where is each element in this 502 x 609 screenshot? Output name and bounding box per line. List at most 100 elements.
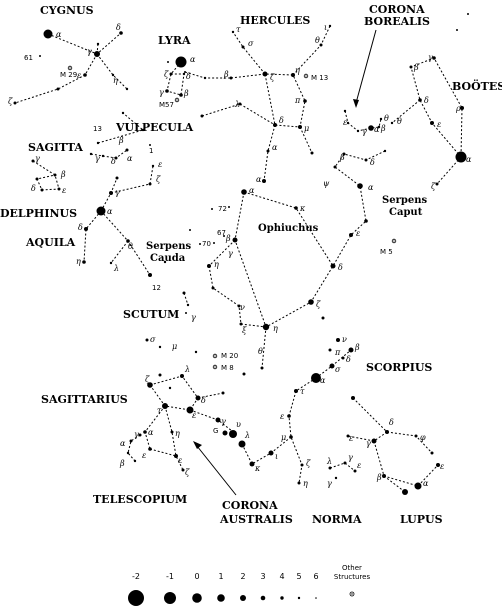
star (330, 263, 336, 269)
star (133, 459, 137, 463)
star (368, 125, 374, 131)
star-label: γ (228, 249, 233, 258)
stars (13, 13, 469, 495)
star-label: σ (248, 39, 254, 48)
star-label: κ (299, 204, 306, 213)
star-label: η (175, 429, 180, 438)
star (221, 391, 225, 395)
magnitude-swatch (164, 592, 176, 604)
star-label: δ (186, 72, 191, 81)
star-label: λ (184, 365, 190, 374)
constellation-sagitta: SAGITTA (28, 141, 83, 154)
star-label: ε (440, 462, 444, 471)
constellation-scutum: SCUTUM (123, 308, 179, 321)
star-label: ξ (242, 326, 247, 335)
star (294, 206, 298, 210)
star-label: α (107, 207, 113, 216)
star (379, 117, 383, 121)
star-number-label: 61 (24, 54, 33, 62)
star-number-label: 1 (149, 147, 153, 155)
constellation-lupus: LUPUS (400, 513, 443, 526)
star-label: δ (370, 158, 375, 167)
constellation-corona-borealis-line1: CORONA (369, 3, 425, 16)
star (346, 434, 350, 438)
messier-label: M 29 (60, 71, 77, 79)
star (182, 291, 186, 295)
star (56, 87, 60, 91)
star-label: λ (244, 431, 250, 440)
star (311, 373, 321, 383)
star (143, 430, 147, 434)
star-label: γ (362, 127, 367, 136)
constellation-hercules: HERCULES (240, 14, 310, 27)
constellation-corona-australis-line1: CORONA (222, 499, 278, 512)
object-labels: 61 M 29 M57 M 13 M 5 M 20 M 8 13 1 72 67… (24, 54, 393, 435)
star (82, 260, 86, 264)
greek-letter-labels: α γ δ ε ζ η α ζ γ β δ ζ η δ π θ ι β σ τ … (8, 23, 472, 488)
star-label: φ (420, 433, 426, 442)
star (165, 89, 169, 93)
deep-sky-objects (67, 65, 397, 370)
star (115, 176, 119, 180)
star-label: η (214, 260, 219, 269)
star-label: ε (437, 120, 441, 129)
star-label: θ (258, 347, 263, 356)
star (228, 206, 230, 208)
star-label: σ (335, 365, 341, 374)
magnitude-label: 6 (313, 572, 318, 581)
star-label: β (339, 153, 345, 162)
star (194, 350, 198, 354)
constellation-delphinus: DELPHINUS (0, 207, 77, 220)
star-label: δ (116, 23, 121, 32)
star (231, 30, 235, 34)
star (349, 233, 353, 237)
star-label: ζ (185, 468, 190, 477)
magnitude-label: 3 (260, 572, 265, 581)
constellation-serpens-cauda-line2: Cauda (150, 253, 186, 264)
star-label: σ (150, 335, 156, 344)
star-label: η (303, 479, 308, 488)
star (147, 382, 153, 388)
star-label-g: G (213, 427, 218, 435)
star-label: α (148, 428, 154, 437)
star-label: α (256, 175, 262, 184)
star (211, 208, 213, 210)
star (238, 440, 246, 448)
star (460, 106, 464, 110)
star-label: β (354, 343, 360, 352)
star (328, 348, 332, 352)
star-label: γ (134, 430, 139, 439)
star-label: υ (236, 420, 241, 429)
star-label: β (225, 234, 231, 243)
star-label: α (320, 376, 326, 385)
star (455, 151, 467, 163)
star-label: θ (384, 114, 389, 123)
corona-borealis-arrow (355, 29, 377, 104)
star (342, 152, 346, 156)
star (334, 476, 338, 480)
star-label: β (183, 89, 189, 98)
constellation-aquila: AQUILA (25, 236, 76, 249)
star-label: τ (236, 25, 241, 34)
star (414, 482, 422, 490)
star (436, 463, 440, 467)
star (294, 389, 298, 393)
star-label: δ (424, 96, 429, 105)
star (430, 451, 434, 455)
star-label: ε (349, 434, 353, 443)
star-label: λ (113, 264, 119, 273)
star-label: γ (428, 53, 433, 62)
star (357, 183, 363, 189)
cluster-icon (67, 65, 73, 71)
star (289, 435, 293, 439)
star-label: η (273, 324, 278, 333)
star-label: γ (327, 479, 332, 488)
star (195, 395, 201, 401)
star (109, 261, 113, 265)
star (456, 29, 458, 31)
constellation-corona-australis-line2: AUSTRALIS (219, 513, 293, 526)
cluster-icon (391, 238, 397, 244)
star (158, 345, 162, 349)
star (402, 489, 408, 495)
